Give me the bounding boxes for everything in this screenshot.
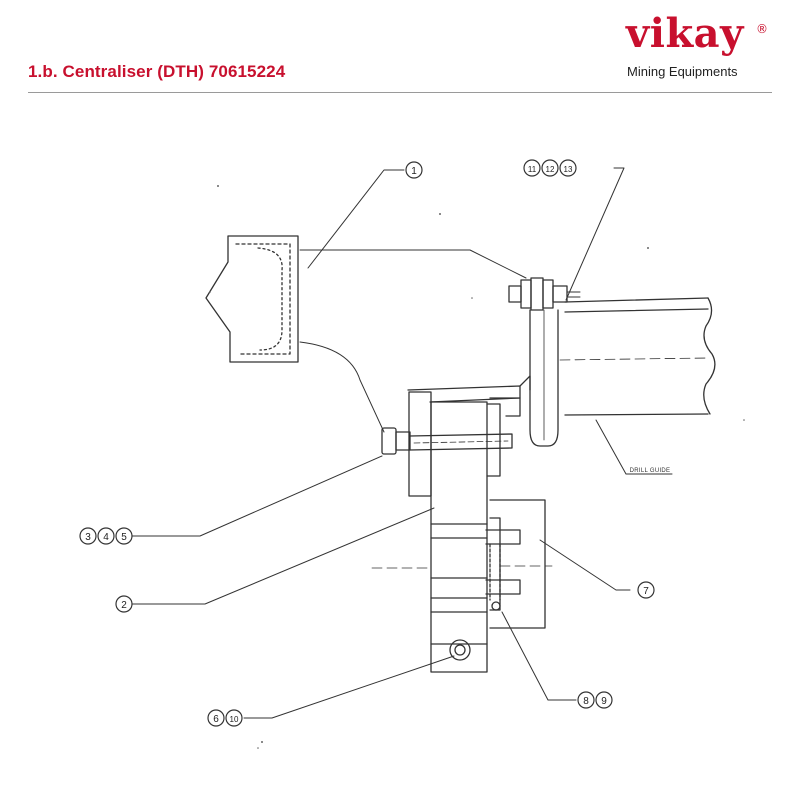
callout-bubble-9 <box>595 691 613 709</box>
clamp-plate <box>529 309 559 447</box>
callout-bubble-8 <box>577 691 595 709</box>
callout-3: 3 <box>85 532 91 543</box>
registered-mark: ® <box>756 22 768 36</box>
header-divider <box>28 92 772 93</box>
clamp-screws <box>489 543 501 611</box>
horizontal-bolt <box>381 427 513 455</box>
callout-1: 1 <box>411 166 417 177</box>
callout-11: 11 <box>528 165 537 174</box>
callout-9: 9 <box>601 696 607 707</box>
clamp-block <box>371 499 553 629</box>
main-arm <box>408 391 501 673</box>
callout-bubble-10 <box>225 709 243 727</box>
callout-bubble-7 <box>637 581 655 599</box>
callout-13: 13 <box>564 165 573 174</box>
scan-speckles <box>209 185 745 749</box>
bracket-arm <box>407 375 531 417</box>
callout-10: 10 <box>230 715 239 724</box>
callout-4: 4 <box>103 532 109 543</box>
callout-bubble-11 <box>523 159 541 177</box>
callout-7: 7 <box>643 586 649 597</box>
top-bolt-assembly <box>508 277 581 311</box>
callout-bubble-5 <box>115 527 133 545</box>
brand-tagline: Mining Equipments <box>627 64 738 79</box>
leader-lines <box>131 167 673 719</box>
callout-6: 6 <box>213 714 219 725</box>
page-title: 1.b. Centraliser (DTH) 70615224 <box>28 62 286 81</box>
callout-bubble-2 <box>115 595 133 613</box>
centralizer-jaw <box>205 235 299 363</box>
callout-bubble-4 <box>97 527 115 545</box>
drill-guide-label: DRILL GUIDE <box>630 468 671 474</box>
callout-bubble-12 <box>541 159 559 177</box>
brand-logo: vikay ® Mining Equipments <box>624 14 774 80</box>
callout-12: 12 <box>546 165 555 174</box>
drill-guide <box>559 297 716 416</box>
callout-bubble-13 <box>559 159 577 177</box>
bottom-nut <box>449 639 471 661</box>
callout-bubble-6 <box>207 709 225 727</box>
callout-5: 5 <box>121 532 127 543</box>
callout-bubble-1 <box>405 161 423 179</box>
callout-bubble-3 <box>79 527 97 545</box>
callout-8: 8 <box>583 696 589 707</box>
callout-2: 2 <box>121 600 127 611</box>
brand-wordmark: vikay <box>626 10 744 57</box>
